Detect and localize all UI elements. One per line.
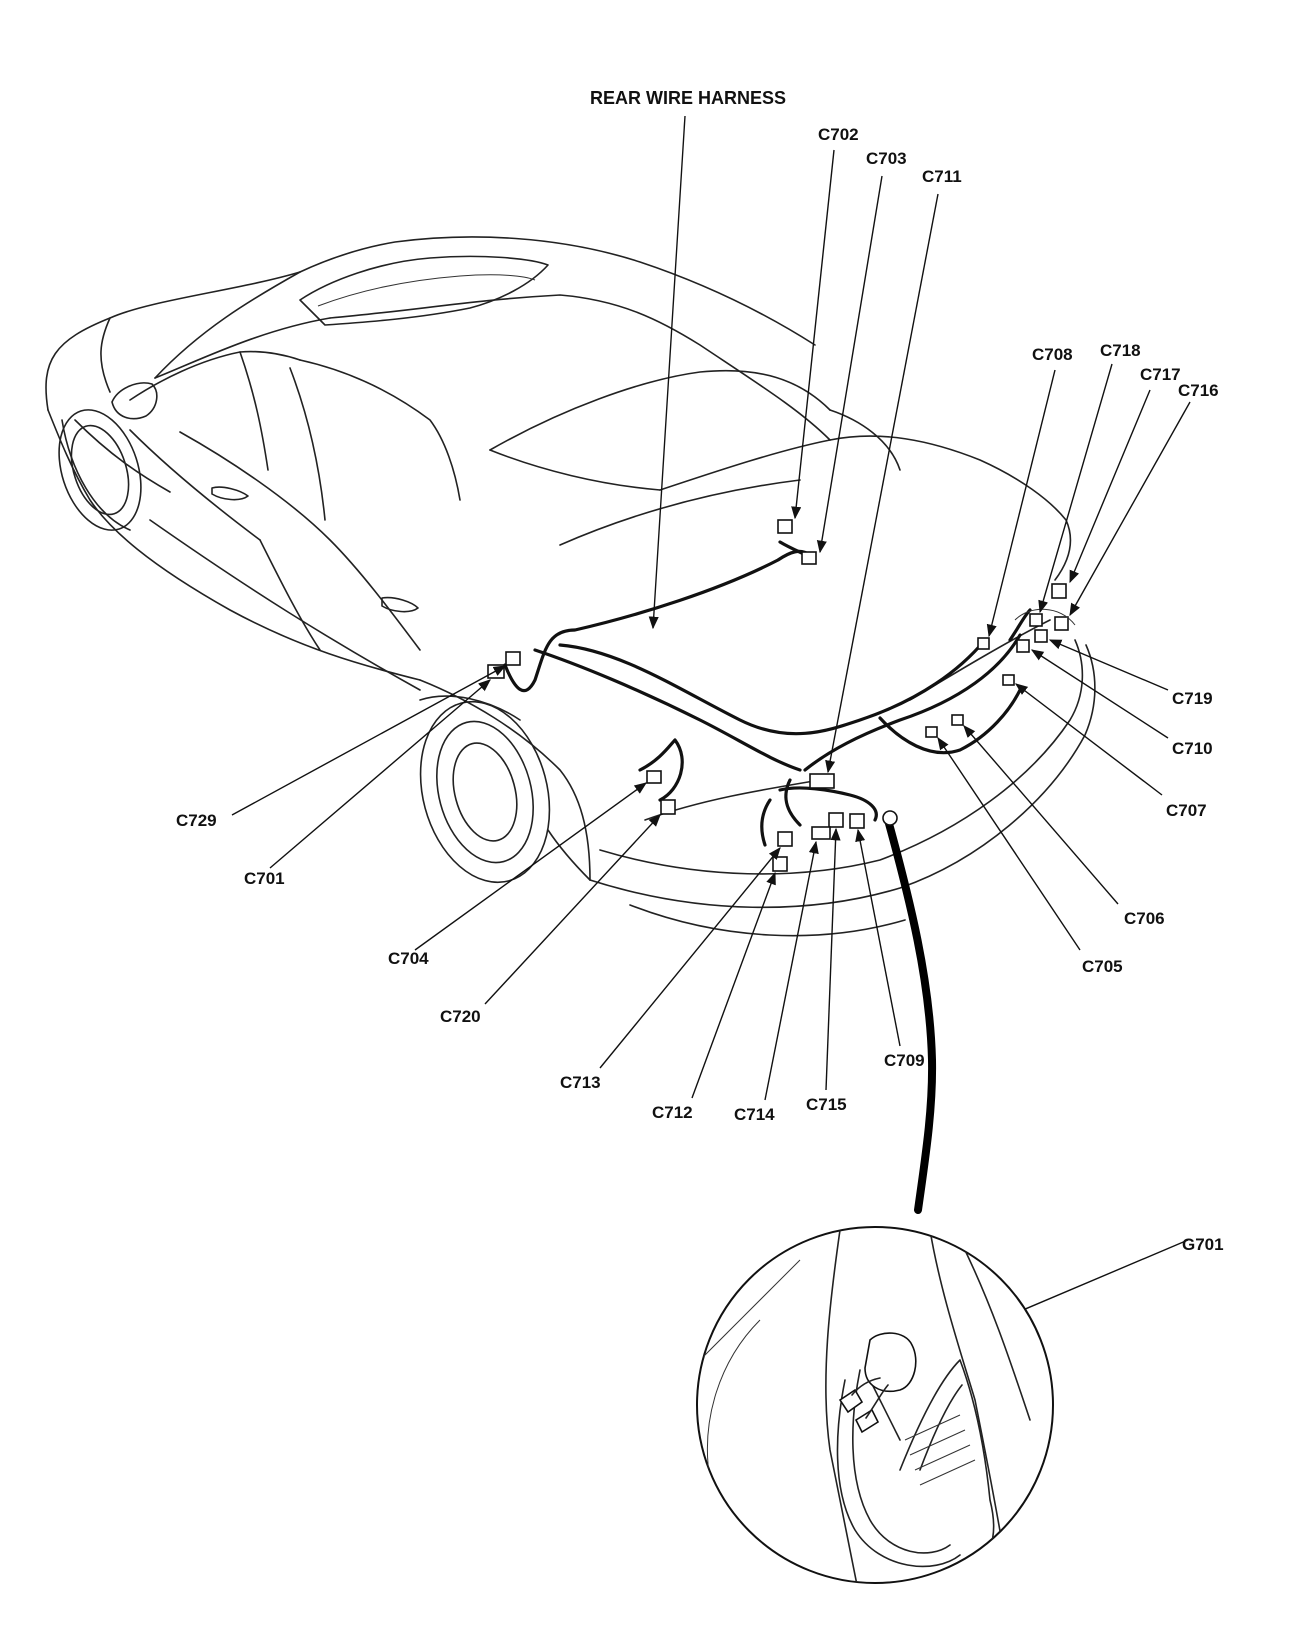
ground-detail-inset: [696, 1226, 1054, 1584]
connector-c714-block: [811, 826, 831, 840]
label-c720: C720: [440, 1007, 481, 1026]
label-c701: C701: [244, 869, 285, 888]
label-c714: C714: [734, 1105, 775, 1124]
label-c709: C709: [884, 1051, 925, 1070]
label-c707: C707: [1166, 801, 1207, 820]
leader-lines: [231, 115, 1191, 1361]
connector-c716-block: [1054, 616, 1069, 631]
connector-c707-block: [1002, 674, 1015, 686]
ground-point-g701: [882, 810, 898, 826]
connector-c715-block: [828, 812, 844, 828]
label-c705: C705: [1082, 957, 1123, 976]
label-c704: C704: [388, 949, 429, 968]
label-c717: C717: [1140, 365, 1181, 384]
label-c706: C706: [1124, 909, 1165, 928]
label-c710: C710: [1172, 739, 1213, 758]
label-g701: G701: [1182, 1235, 1224, 1254]
label-c715: C715: [806, 1095, 847, 1114]
connector-c717-block: [1051, 583, 1067, 599]
connector-c729-block: [505, 651, 521, 666]
callout-labels: REAR WIRE HARNESS C702 C703 C711 C708 C7…: [176, 88, 1224, 1254]
connector-c718-block: [1029, 613, 1043, 627]
connector-c712-block: [772, 856, 788, 872]
connector-c711-block: [809, 773, 835, 789]
connector-blocks: [487, 519, 1076, 872]
connector-c720-block: [660, 799, 676, 815]
label-c703: C703: [866, 149, 907, 168]
label-c712: C712: [652, 1103, 693, 1122]
connector-c706-block: [951, 714, 964, 726]
connector-c709-block: [849, 813, 865, 829]
connector-c704-block: [646, 770, 662, 784]
connector-c705-block: [925, 726, 938, 738]
car-body-outline: [45, 236, 1096, 937]
connector-c719-block: [1034, 629, 1048, 643]
label-c702: C702: [818, 125, 859, 144]
connector-c710-block: [1016, 639, 1030, 653]
label-c716: C716: [1178, 381, 1219, 400]
connector-c713-block: [777, 831, 793, 847]
harness-title: REAR WIRE HARNESS: [590, 88, 786, 108]
connector-c708-block: [977, 637, 990, 650]
label-c729: C729: [176, 811, 217, 830]
label-c713: C713: [560, 1073, 601, 1092]
connector-c702-block: [777, 519, 793, 534]
label-c708: C708: [1032, 345, 1073, 364]
connector-c703-block: [801, 551, 817, 565]
label-c719: C719: [1172, 689, 1213, 708]
label-c711: C711: [922, 167, 962, 186]
label-c718: C718: [1100, 341, 1141, 360]
